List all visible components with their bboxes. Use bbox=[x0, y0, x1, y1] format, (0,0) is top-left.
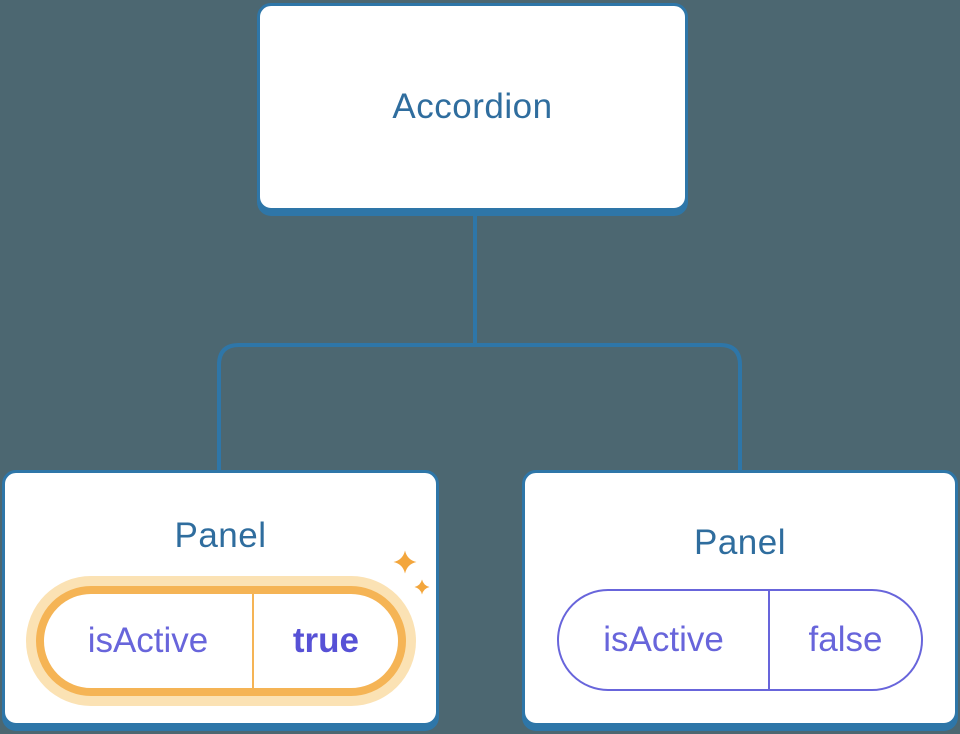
state-pill-inactive: isActive false bbox=[557, 589, 923, 691]
state-value-label: true bbox=[292, 621, 360, 660]
accordion-node-label: Accordion bbox=[392, 87, 553, 126]
panel-node-label: Panel bbox=[693, 523, 787, 562]
state-pill-active: isActive true bbox=[35, 586, 406, 696]
accordion-node: Accordion bbox=[257, 3, 688, 211]
state-key-label: isActive bbox=[559, 591, 771, 689]
panel-node-active: Panel isActive true bbox=[2, 470, 439, 726]
state-key-label: isActive bbox=[44, 594, 255, 688]
sparkle-icon bbox=[393, 550, 430, 595]
panel-node-label: Panel bbox=[174, 516, 267, 555]
state-value-label: false bbox=[808, 620, 883, 659]
panel-node-inactive: Panel isActive false bbox=[522, 470, 958, 726]
